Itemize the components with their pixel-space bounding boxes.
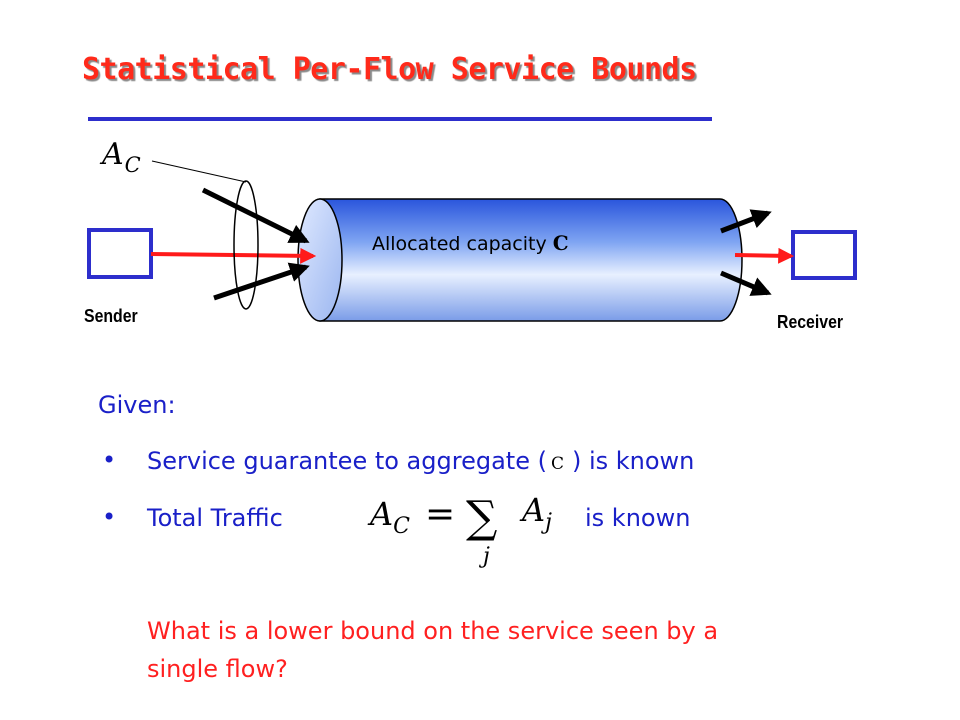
question-line-1: What is a lower bound on the service see… <box>147 617 719 645</box>
given-heading: Given: <box>98 391 176 419</box>
total-traffic-formula: AC = ∑ j Aj <box>367 491 552 569</box>
svg-text:AC: AC <box>367 495 410 539</box>
aggregate-ellipse <box>233 180 259 310</box>
given-bullet-2-before: Total Traffic <box>147 504 283 532</box>
traffic-arrow-out-bottom <box>720 270 772 296</box>
bullet1-text-after: ) is known <box>571 447 695 475</box>
receiver-box <box>791 230 857 280</box>
svg-text:Aj: Aj <box>519 491 552 535</box>
pipe-label-text: Allocated capacity <box>372 233 547 255</box>
svg-text:j: j <box>478 544 490 569</box>
question-line-2: single flow? <box>147 655 288 683</box>
bullet1-capacity-symbol: C <box>550 454 564 474</box>
traffic-arrow-out-top <box>720 209 772 234</box>
given-bullet-2-after: is known <box>585 504 691 532</box>
svg-text:∑: ∑ <box>466 492 497 543</box>
title-underline <box>88 117 712 121</box>
svg-text:=: = <box>425 494 455 535</box>
receiver-label: Receiver <box>777 312 844 332</box>
capacity-symbol: C <box>552 231 569 255</box>
bullet-dot-1: • <box>102 446 117 474</box>
flow-arrow-out <box>734 247 795 264</box>
traffic-arrow-in-top <box>201 187 310 244</box>
aggregate-leader-line <box>151 160 247 183</box>
traffic-arrow-in-bottom <box>213 262 310 301</box>
flow-arrow-in <box>150 247 317 264</box>
sender-label: Sender <box>84 306 138 326</box>
given-bullet-1: Service guarantee to aggregate (C ) is kn… <box>147 447 694 475</box>
bullet1-text-before: Service guarantee to aggregate ( <box>147 447 547 475</box>
slide-title: Statistical Per-Flow Service Bounds <box>82 52 697 87</box>
bullet-dot-2: • <box>102 503 117 531</box>
pipe <box>297 198 743 322</box>
sender-box <box>87 228 153 279</box>
aggregate-label: AC <box>99 137 141 177</box>
